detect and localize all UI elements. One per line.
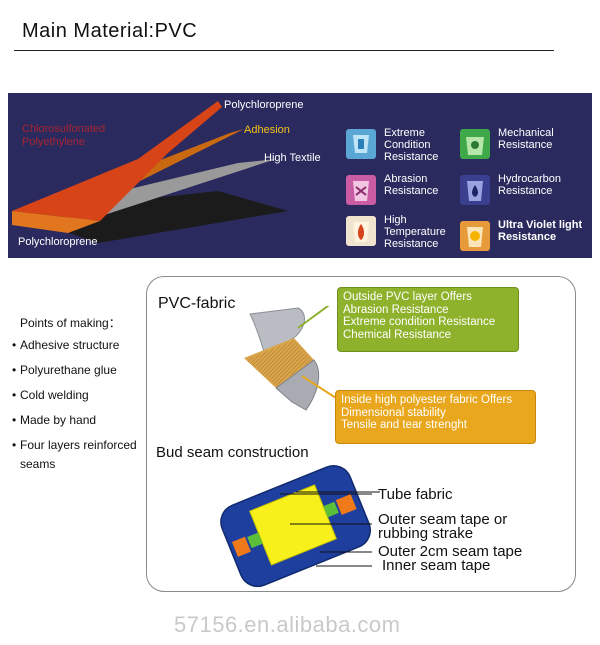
pvc-fabric-title: PVC-fabric (158, 295, 236, 312)
feature-mechanical: Mechanical Resistance (458, 127, 554, 161)
top-red-layer (12, 101, 222, 221)
list-item: •Cold welding (12, 386, 89, 405)
list-item: •Four layers reinforced seams (12, 436, 152, 474)
feature-uv: Ultra Violet light Resistance (458, 219, 582, 253)
edge-orange-layer (12, 211, 100, 233)
seam-orange-left (231, 536, 251, 557)
label-tube-fabric: Tube fabric (378, 486, 453, 503)
feature-extreme-condition: Extreme Condition Resistance (344, 127, 438, 163)
bullet-dot: • (12, 388, 17, 402)
list-item: •Adhesive structure (12, 336, 119, 355)
outside-layer-callout: Outside PVC layer Offers Abrasion Resist… (337, 287, 519, 352)
mechanical-icon (460, 129, 490, 159)
label-outer-2cm-seam-tape: Outer 2cm seam tape (378, 543, 523, 560)
material-layers-panel: Chlorosulfonated Polyethylene Polychloro… (8, 93, 592, 258)
extreme-condition-icon (346, 129, 376, 159)
abrasion-icon (346, 175, 376, 205)
bullet-dot: • (12, 413, 17, 427)
feature-abrasion: Abrasion Resistance (344, 173, 438, 207)
inner-seam-green-right (323, 501, 339, 518)
bullet-dot: • (12, 338, 17, 352)
bullet-dot: • (12, 363, 17, 377)
uv-icon (460, 221, 490, 251)
feature-label: Abrasion Resistance (384, 173, 439, 197)
watermark: 57156.en.alibaba.com (174, 612, 401, 637)
title-divider (14, 50, 554, 51)
construction-diagram-box (146, 276, 576, 592)
points-title: Points of making： (20, 316, 121, 330)
bullet-dot: • (12, 438, 17, 452)
list-item: •Polyurethane glue (12, 361, 117, 380)
layer-label-adhesion: Adhesion (244, 124, 290, 136)
bud-seam-title: Bud seam construction (156, 444, 309, 461)
list-item-label: Adhesive structure (20, 338, 120, 352)
layer-label-polychloroprene-bottom: Polychloroprene (18, 236, 98, 248)
feature-label: Extreme Condition Resistance (384, 127, 439, 163)
feature-label: Hydrocarbon Resistance (498, 173, 561, 197)
feature-label: Ultra Violet light Resistance (498, 219, 583, 243)
seam-orange-right (335, 494, 357, 515)
material-layers-illustration (12, 101, 288, 243)
layer-label-high-textile: High Textile (264, 152, 321, 164)
label-outer-seam-tape: Outer seam tape or rubbing strake (378, 511, 508, 542)
inner-seam-green-left (247, 532, 263, 549)
inside-layer-callout: Inside high polyester fabric Offers Dime… (335, 390, 536, 444)
feature-label: High Temperature Resistance (384, 214, 446, 250)
feature-label: Mechanical Resistance (498, 127, 554, 151)
feature-high-temperature: High Temperature Resistance (344, 214, 446, 250)
bottom-black-layer (12, 191, 288, 243)
list-item-label: Four layers reinforced seams (20, 438, 137, 471)
list-item-label: Cold welding (20, 388, 89, 402)
list-item: •Made by hand (12, 411, 96, 430)
bud-seam-illustration (220, 465, 380, 588)
feature-hydrocarbon: Hydrocarbon Resistance (458, 173, 561, 207)
list-item-label: Polyurethane glue (20, 363, 117, 377)
seam-leader-lines (280, 493, 372, 567)
pvc-fabric-illustration (244, 306, 337, 411)
high-temperature-icon (346, 216, 376, 246)
page-title: Main Material:PVC (22, 20, 198, 42)
layer-label-polychloroprene-top: Polychloroprene (224, 99, 304, 111)
ghost-layer-label: Chlorosulfonated Polyethylene (22, 123, 106, 148)
hydrocarbon-icon (460, 175, 490, 205)
list-item-label: Made by hand (20, 413, 97, 427)
label-inner-seam-tape: Inner seam tape (382, 557, 491, 574)
